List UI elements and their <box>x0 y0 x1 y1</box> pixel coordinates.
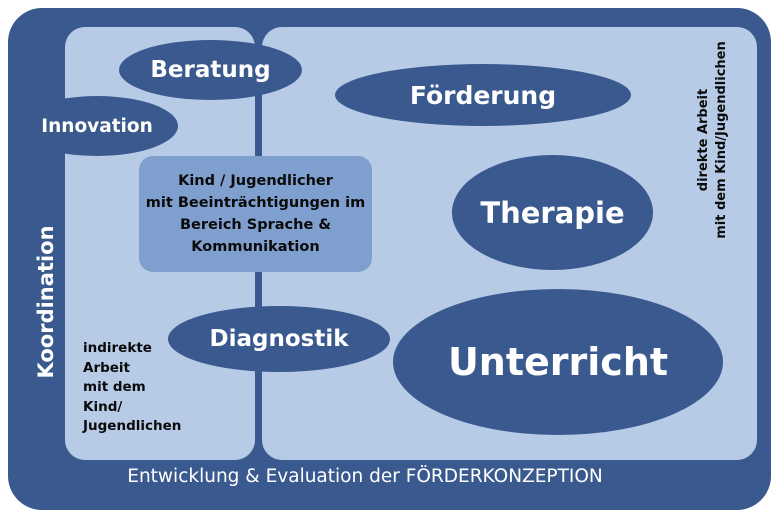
indirect-line-2: Arbeit <box>83 359 131 376</box>
center-line-4: Kommunikation <box>191 239 320 255</box>
ellipse-foerderung-label: Förderung <box>409 80 557 110</box>
indirect-line-1: indirekte <box>83 340 152 356</box>
center-line-1: Kind / Jugendlicher <box>178 173 333 189</box>
ellipse-diagnostik: Diagnostik <box>168 306 390 372</box>
ellipse-unterricht-label: Unterricht <box>447 340 669 384</box>
ellipse-therapie: Therapie <box>452 155 653 270</box>
direct-line-2: mit dem Kind/Jugendlichen <box>714 41 729 239</box>
bottom-caption: Entwicklung & Evaluation der FÖRDERKONZE… <box>127 466 603 487</box>
indirekte-arbeit-label: indirekte Arbeit mit dem Kind/ Jugendlic… <box>83 339 181 437</box>
center-line-2: mit Beeinträchtigungen im <box>145 195 366 211</box>
ellipse-unterricht: Unterricht <box>393 289 723 435</box>
indirect-line-4: Kind/ <box>83 398 123 415</box>
direct-line-1: direkte Arbeit <box>696 88 711 192</box>
direkte-arbeit-label: direkte Arbeit mit dem Kind/Jugendlichen <box>695 41 731 239</box>
indirect-line-5: Jugendlichen <box>83 418 182 434</box>
koordination-label: Koordination <box>34 225 58 379</box>
ellipse-innovation: Innovation <box>16 96 178 156</box>
center-line-3: Bereich Sprache & <box>179 217 331 233</box>
center-box-kind-jugendlicher: Kind / Jugendlicher mit Beeinträchtigung… <box>139 156 372 272</box>
ellipse-beratung-label: Beratung <box>150 57 271 83</box>
ellipse-innovation-label: Innovation <box>41 115 153 137</box>
ellipse-beratung: Beratung <box>119 40 302 100</box>
ellipse-foerderung: Förderung <box>335 64 631 126</box>
ellipse-diagnostik-label: Diagnostik <box>209 326 349 352</box>
ellipse-therapie-label: Therapie <box>480 195 625 230</box>
indirect-line-3: mit dem <box>83 379 146 395</box>
